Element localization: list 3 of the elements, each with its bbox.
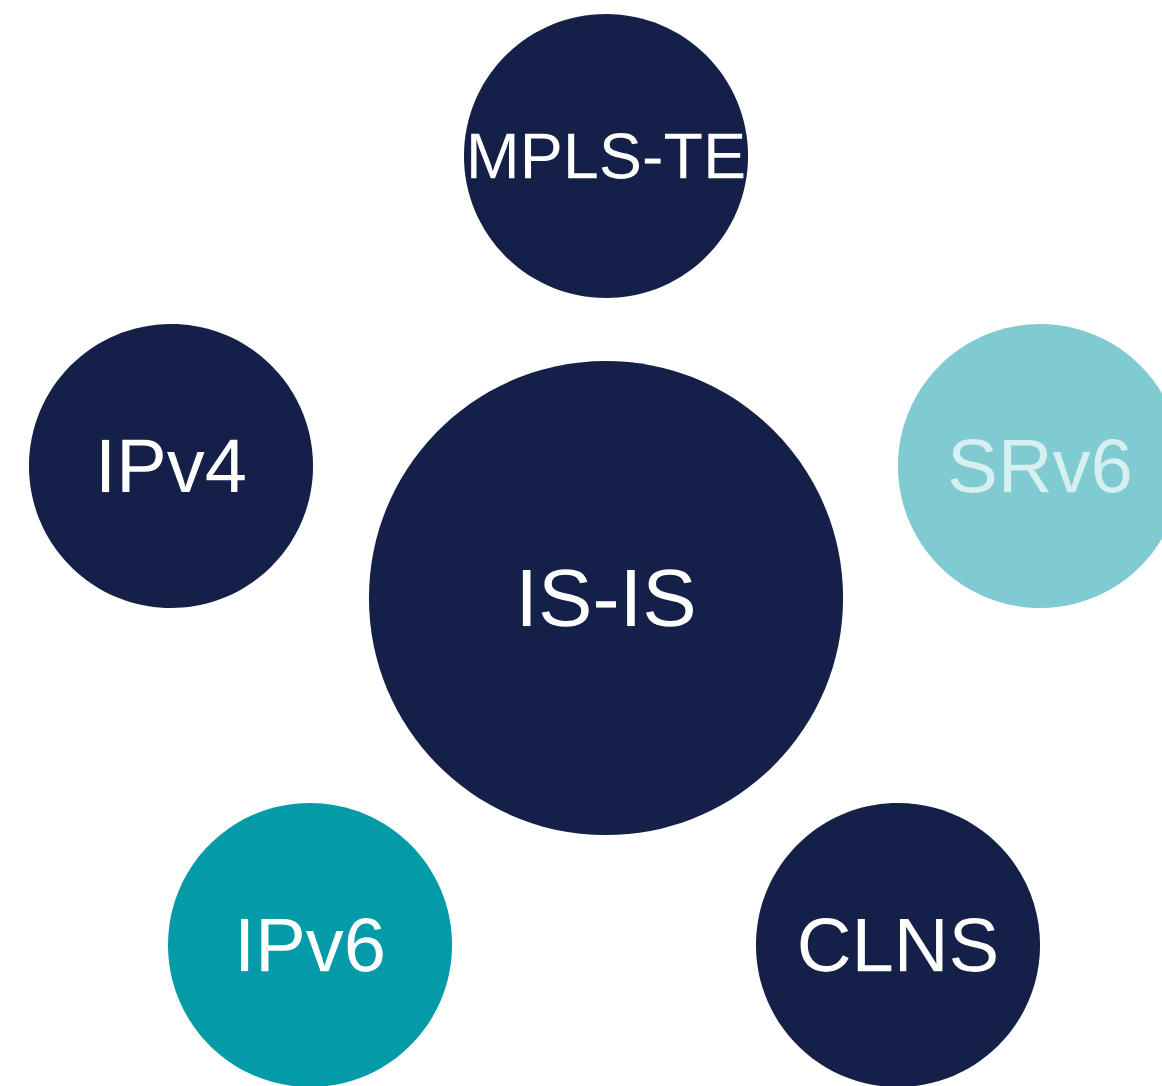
circle-node: IS-IS bbox=[368, 360, 844, 836]
circle-node: IPv4 bbox=[28, 323, 314, 609]
circle-node: MPLS-TE bbox=[463, 13, 749, 299]
